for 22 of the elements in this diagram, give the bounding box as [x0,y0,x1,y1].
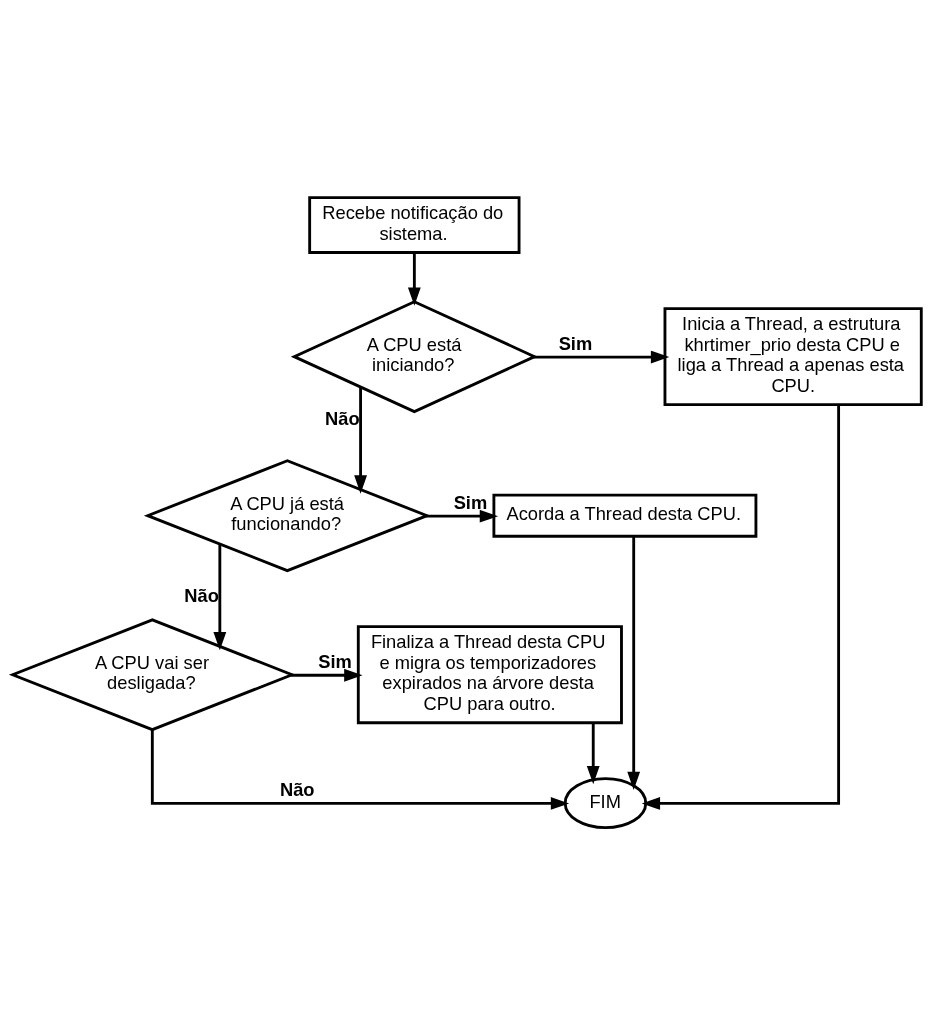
arrow [407,252,421,306]
arrow [627,536,641,790]
arrow [426,509,499,523]
arrow [641,404,841,810]
node-box: Finaliza a Thread desta CPU e migra os temporizadores expirados na árvore desta CPU para outro. [356,625,623,725]
edge-label: Sim [318,651,352,673]
arrow [533,350,670,364]
edge-label: Não [184,585,219,607]
node-diamond: A CPU vai ser desligada? [8,618,296,732]
node-box: Recebe notificação do sistema. [308,196,521,254]
edge-label: Sim [453,492,488,514]
node-box: Acorda a Thread desta CPU. [492,493,758,538]
arrow [213,544,227,651]
arrow [354,387,367,494]
node-ellipse: FIM [563,777,648,830]
edge-label: Sim [558,333,593,355]
arrow [291,668,363,682]
arrow [150,729,570,810]
node-box: Inicia a Thread, a estrutura khrtimer_prio desta CPU e liga a Thread a apenas esta CPU. [663,307,923,407]
arrow [586,722,600,785]
node-diamond: A CPU já está funcionando? [143,459,431,573]
edge-label: Não [279,779,315,801]
